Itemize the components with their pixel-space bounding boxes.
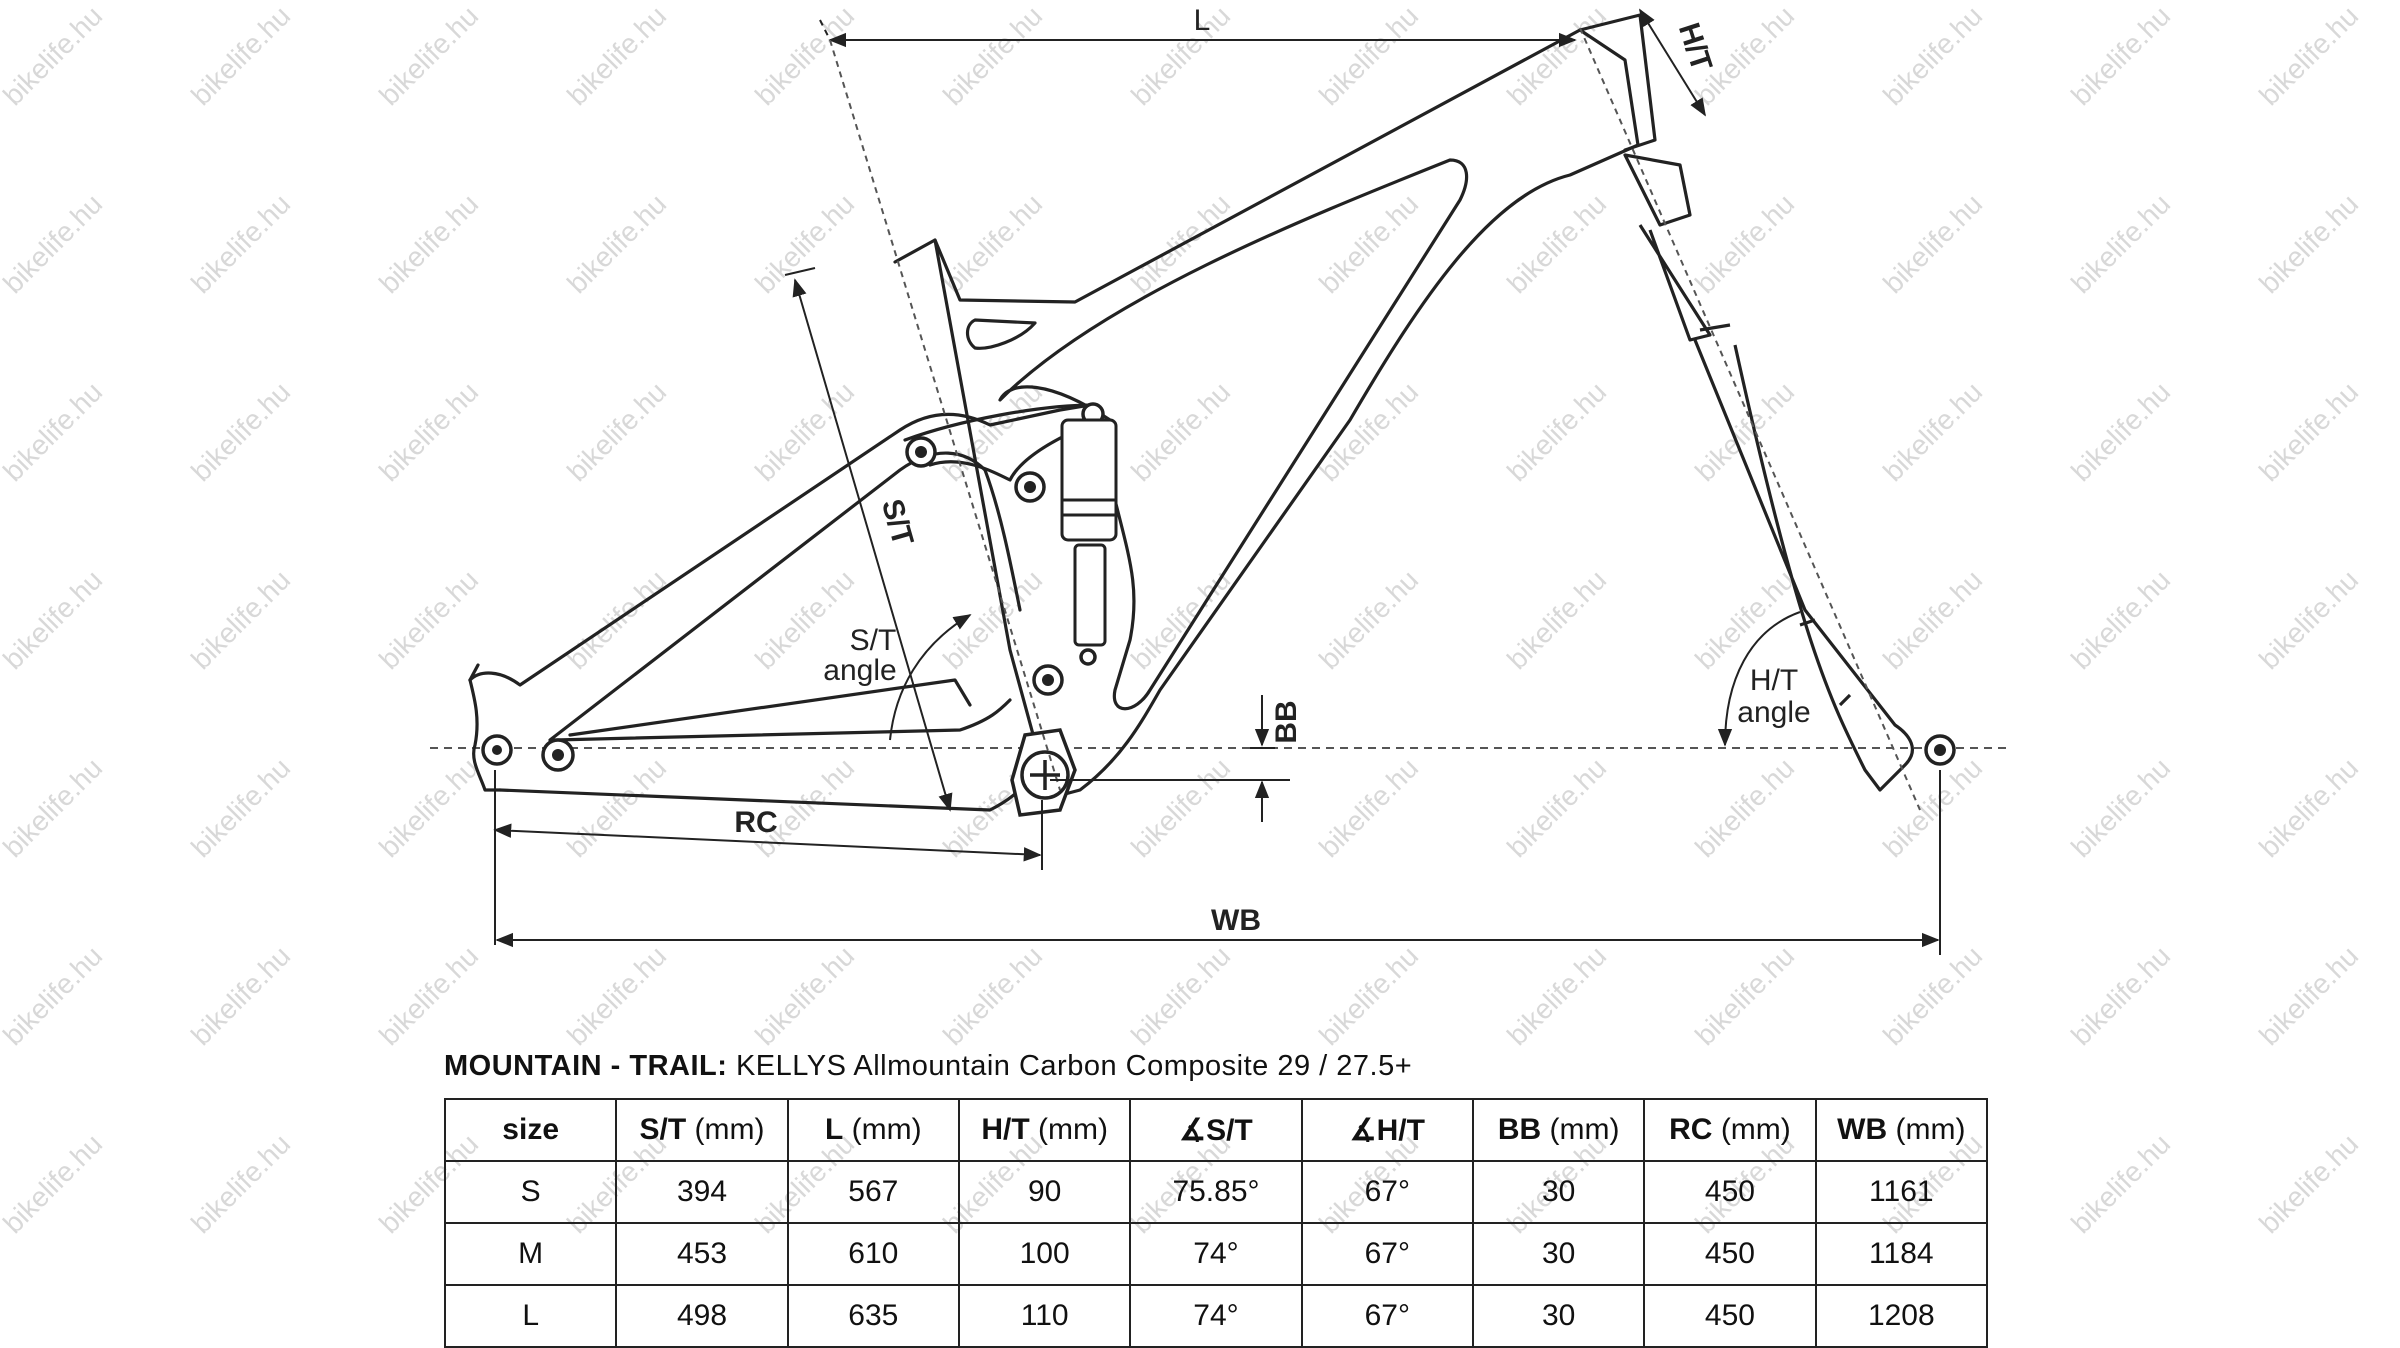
table-cell: 450 xyxy=(1643,1222,1817,1286)
header-size: size xyxy=(443,1098,618,1162)
table-cell: 30 xyxy=(1471,1160,1646,1224)
header-wb: WB (mm) xyxy=(1814,1098,1989,1162)
table-cell: 67° xyxy=(1300,1222,1474,1286)
label-ht-length: H/T xyxy=(1672,19,1718,75)
label-bb: BB xyxy=(1270,700,1303,743)
header-st: S/T (mm) xyxy=(615,1098,789,1162)
label-st-length: S/T xyxy=(875,495,920,549)
table-cell: L xyxy=(443,1284,618,1348)
header-l: L (mm) xyxy=(786,1098,960,1162)
label-ht-angle-line1: H/T xyxy=(1750,664,1798,697)
dimension-lines xyxy=(493,8,1941,955)
table-cell: 30 xyxy=(1471,1284,1646,1348)
watermark-text: bikelife.hu xyxy=(2253,1128,2365,1240)
table-cell: 635 xyxy=(786,1284,960,1348)
table-cell: 67° xyxy=(1300,1284,1474,1348)
table-cell: 450 xyxy=(1643,1160,1817,1224)
bike-frame xyxy=(468,13,1657,812)
table-cell: S xyxy=(443,1160,618,1224)
table-cell: 1184 xyxy=(1814,1222,1989,1286)
table-row: M 453 610 100 74° 67° 30 450 1184 xyxy=(443,1222,1989,1286)
label-wb: WB xyxy=(1211,904,1261,937)
table-cell: 394 xyxy=(615,1160,789,1224)
caption-category: MOUNTAIN - TRAIL: xyxy=(444,1050,728,1082)
pivot-points xyxy=(481,402,1105,772)
label-rc: RC xyxy=(734,806,777,839)
table-cell: 498 xyxy=(615,1284,789,1348)
table-cell: 67° xyxy=(1300,1160,1474,1224)
table-cell: M xyxy=(443,1222,618,1286)
table-header-row: size S/T (mm) L (mm) H/T (mm) ∡S/T ∡H/T … xyxy=(443,1098,1989,1162)
table-cell: 74° xyxy=(1129,1284,1303,1348)
geometry-table: size S/T (mm) L (mm) H/T (mm) ∡S/T ∡H/T … xyxy=(443,1098,1989,1348)
label-st-angle-line1: S/T xyxy=(850,624,897,657)
header-ht-angle: ∡H/T xyxy=(1300,1098,1474,1162)
header-rc: RC (mm) xyxy=(1643,1098,1817,1162)
table-cell: 100 xyxy=(957,1222,1132,1286)
table-row: L 498 635 110 74° 67° 30 450 1208 xyxy=(443,1284,1989,1348)
table-cell: 1208 xyxy=(1814,1284,1989,1348)
label-l: L xyxy=(1194,4,1211,37)
table-cell: 610 xyxy=(786,1222,960,1286)
table-cell: 30 xyxy=(1471,1222,1646,1286)
table-cell: 453 xyxy=(615,1222,789,1286)
table-cell: 110 xyxy=(957,1284,1132,1348)
table-cell: 567 xyxy=(786,1160,960,1224)
watermark-text: bikelife.hu xyxy=(185,1128,297,1240)
table-cell: 450 xyxy=(1643,1284,1817,1348)
label-ht-angle-line2: angle xyxy=(1737,696,1810,729)
bottom-bracket xyxy=(1010,728,1077,817)
table-cell: 1161 xyxy=(1814,1160,1989,1224)
header-bb: BB (mm) xyxy=(1471,1098,1646,1162)
table-cell: 75.85° xyxy=(1129,1160,1303,1224)
suspension-fork xyxy=(1623,153,1914,792)
frame-caption: MOUNTAIN - TRAIL: KELLYS Allmountain Car… xyxy=(444,1050,1412,1083)
watermark-text: bikelife.hu xyxy=(0,1128,109,1240)
caption-model: KELLYS Allmountain Carbon Composite 29 /… xyxy=(727,1050,1413,1082)
header-ht: H/T (mm) xyxy=(957,1098,1132,1162)
rear-shock xyxy=(1060,418,1118,647)
table-cell: 90 xyxy=(957,1160,1132,1224)
frame-geometry-diagram: L H/T S/T S/T angle BB RC WB H/T angle xyxy=(430,4,2010,955)
header-st-angle: ∡S/T xyxy=(1129,1098,1303,1162)
label-st-angle-line2: angle xyxy=(823,654,896,687)
diagram-labels: L H/T S/T S/T angle BB RC WB H/T angle xyxy=(734,4,1810,937)
table-row: S 394 567 90 75.85° 67° 30 450 1161 xyxy=(443,1160,1989,1224)
table-cell: 74° xyxy=(1129,1222,1303,1286)
watermark-text: bikelife.hu xyxy=(2065,1128,2177,1240)
